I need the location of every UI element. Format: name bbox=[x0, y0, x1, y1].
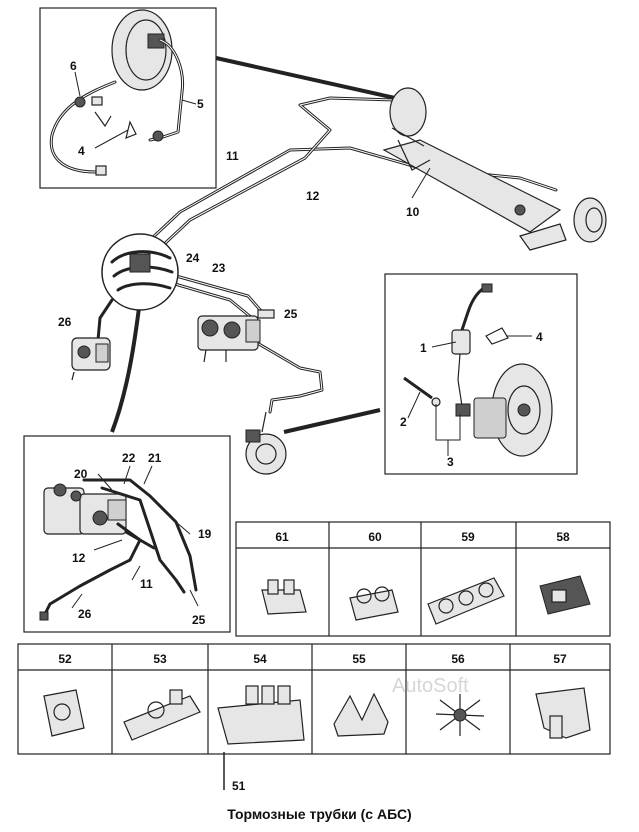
clip-header-52: 52 bbox=[58, 652, 72, 666]
main-pipes bbox=[96, 56, 558, 434]
diagram-caption: Тормозные трубки (с АБС) bbox=[227, 806, 412, 822]
front-left-caliper bbox=[71, 337, 111, 381]
modulator-detail-inset bbox=[23, 435, 231, 633]
clip-header-60: 60 bbox=[368, 530, 382, 544]
callout-21: 21 bbox=[148, 451, 162, 465]
clip-header-53: 53 bbox=[153, 652, 167, 666]
clip-header-61: 61 bbox=[275, 530, 289, 544]
abs-modulator bbox=[197, 309, 275, 363]
rear-axle bbox=[382, 87, 607, 251]
clip-header-56: 56 bbox=[451, 652, 465, 666]
callout-51: 51 bbox=[232, 779, 246, 793]
callout-3: 3 bbox=[447, 455, 454, 469]
clip-header-55: 55 bbox=[352, 652, 366, 666]
clip-header-58: 58 bbox=[556, 530, 570, 544]
callout-6: 6 bbox=[70, 59, 77, 73]
callout-23: 23 bbox=[212, 261, 226, 275]
clip-header-57: 57 bbox=[553, 652, 567, 666]
callout-4-inset: 4 bbox=[78, 144, 85, 158]
clip-header-54: 54 bbox=[253, 652, 267, 666]
speed-sensor-inset bbox=[384, 273, 578, 475]
watermark: AutoSoft bbox=[392, 675, 469, 697]
callout-labels: 6 5 4 11 12 10 24 23 25 26 1 4 2 3 22 21… bbox=[58, 59, 543, 793]
callout-19: 19 bbox=[198, 527, 212, 541]
junction-detail bbox=[101, 233, 179, 311]
clip-table-row-1 bbox=[235, 521, 611, 637]
callout-1: 1 bbox=[420, 341, 427, 355]
callout-4: 4 bbox=[536, 330, 543, 344]
callout-22: 22 bbox=[122, 451, 136, 465]
callout-25-inset: 25 bbox=[192, 613, 206, 627]
callout-25: 25 bbox=[284, 307, 298, 321]
callout-26: 26 bbox=[58, 315, 72, 329]
front-right-hub bbox=[245, 411, 287, 475]
callout-24: 24 bbox=[186, 251, 200, 265]
callout-12: 12 bbox=[306, 189, 320, 203]
callout-11-inset: 11 bbox=[140, 577, 153, 591]
callout-26-inset: 26 bbox=[78, 607, 92, 621]
callout-11: 11 bbox=[226, 149, 239, 163]
rear-drum-inset bbox=[39, 7, 217, 189]
callout-20: 20 bbox=[74, 467, 88, 481]
clip-table-row-2 bbox=[17, 643, 611, 790]
callout-12-inset: 12 bbox=[72, 551, 86, 565]
clip-table-headers: 61 60 59 58 52 53 54 55 56 57 bbox=[58, 530, 570, 666]
callout-2: 2 bbox=[400, 415, 407, 429]
callout-5: 5 bbox=[197, 97, 204, 111]
callout-10: 10 bbox=[406, 205, 420, 219]
clip-header-59: 59 bbox=[461, 530, 475, 544]
